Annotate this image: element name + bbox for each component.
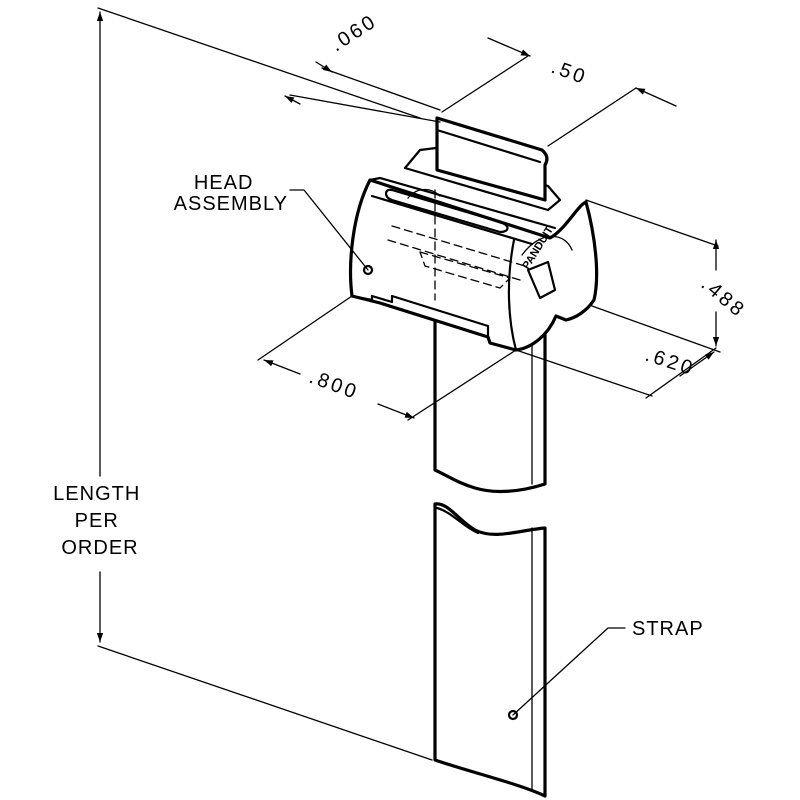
thickness-value: .060 [327, 10, 382, 56]
head-front-edge [507, 238, 518, 352]
head-assembly-label: HEAD ASSEMBLY [174, 172, 288, 215]
height-extension-bottom [591, 305, 721, 353]
length-extension-bottom [97, 645, 433, 761]
head-slot [384, 188, 509, 234]
length800-arrow-2 [377, 403, 415, 419]
strap-lower: STRAP [433, 502, 704, 798]
width-extension-2 [547, 87, 637, 147]
thickness-arrow-1 [315, 61, 333, 73]
length-extension-top [97, 7, 421, 119]
head-chamfer-line [370, 194, 534, 246]
thickness-extension-2 [289, 94, 441, 123]
head-height-dimension: .488 [585, 199, 750, 353]
width-extension-1 [441, 55, 529, 113]
length800-arrow-1 [263, 359, 301, 375]
length800-extension-1 [257, 295, 353, 361]
head-label-line1: HEAD [194, 172, 254, 194]
strap-lower-outline [433, 502, 547, 798]
thickness-extension-1 [321, 67, 441, 111]
width-arrow-1 [487, 37, 531, 57]
hidden-line-2 [387, 239, 521, 281]
depth-extension-2 [645, 347, 717, 399]
width-value: .50 [548, 56, 590, 89]
head-length-value: .800 [306, 366, 361, 404]
strap-label: STRAP [632, 618, 704, 640]
strap-lower-break-shade [435, 506, 480, 535]
thickness-arrow-2 [284, 95, 301, 105]
length-label-line1: LENGTH [53, 483, 140, 505]
head-bottom-lip [350, 294, 490, 339]
hidden-pawl [419, 251, 511, 289]
depth-arrow [679, 351, 715, 377]
head-latch-window [526, 260, 557, 300]
length-label: LENGTH PER ORDER [53, 483, 147, 559]
head-body-outline [349, 178, 599, 352]
strap-tail [435, 116, 549, 202]
depth-extension-1 [515, 349, 653, 397]
length-label-line3: ORDER [61, 537, 138, 559]
height-extension-top [585, 199, 719, 247]
head-side-contour [521, 235, 573, 256]
hidden-line-1 [391, 225, 526, 267]
head-top-face-edge [368, 176, 557, 230]
length-label-line2: PER [75, 510, 119, 532]
head-height-value: .488 [697, 273, 750, 323]
length800-extension-2 [407, 349, 517, 421]
width-arrow-2 [635, 87, 677, 107]
strap-tail-edge [435, 128, 542, 164]
head-depth-value: .620 [642, 344, 697, 381]
thickness-dimension: .060 [284, 10, 441, 123]
head-slot-inner [407, 188, 441, 199]
head-leader-line [289, 189, 369, 271]
head-label-line2: ASSEMBLY [174, 193, 288, 215]
strap-leader-line [512, 627, 626, 716]
length-dimension: LENGTH PER ORDER [53, 7, 433, 761]
